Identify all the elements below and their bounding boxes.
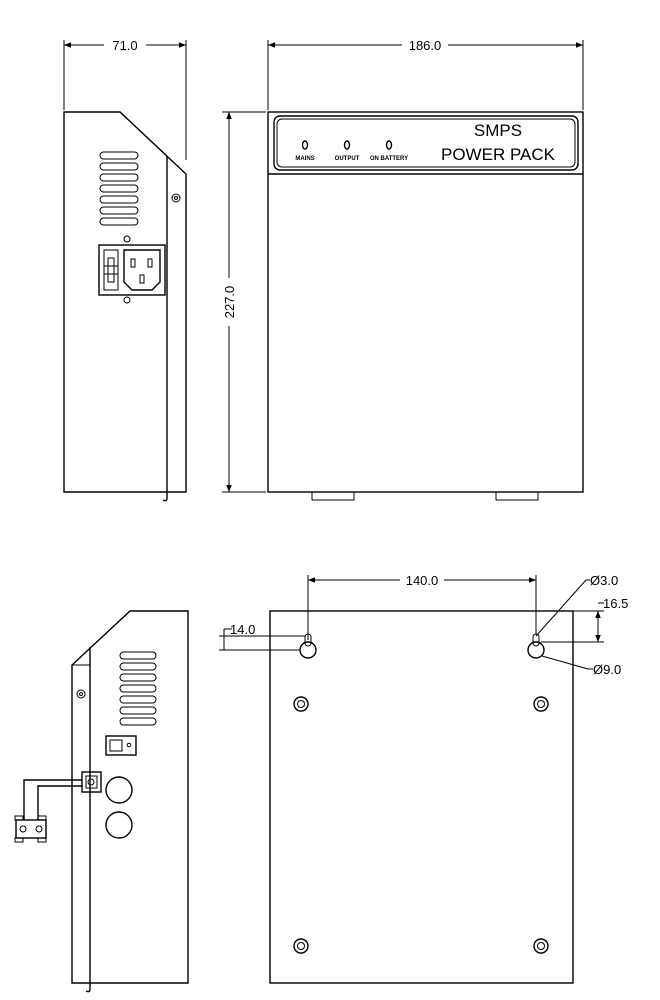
label-panel bbox=[273, 115, 579, 171]
dim-front-width-label: 186.0 bbox=[409, 38, 442, 53]
foot-right bbox=[495, 491, 539, 501]
led-output-icon bbox=[343, 140, 351, 150]
dim-hole-spacing: 140.0 bbox=[307, 573, 537, 640]
side-body-outline-2 bbox=[71, 610, 189, 984]
vent-slots bbox=[119, 651, 157, 726]
side-view-top: 71.0 bbox=[63, 38, 187, 502]
dim-hole-top-offset: 16.5 bbox=[541, 596, 628, 643]
fuse-holder-icon bbox=[105, 776, 133, 804]
title-line-1: SMPS bbox=[474, 121, 522, 140]
screw-icon bbox=[171, 193, 181, 203]
power-switch-icon bbox=[105, 735, 137, 756]
dim-hole-small-dia: Ø3.0 bbox=[535, 573, 618, 637]
boss-icon bbox=[293, 696, 549, 954]
dim-hole-side-offset-label: 14.0 bbox=[230, 622, 255, 637]
led-label-on-battery: ON BATTERY bbox=[370, 156, 408, 162]
screw-icon bbox=[76, 689, 86, 699]
title-line-2: POWER PACK bbox=[441, 145, 556, 164]
fuse-holder-icon bbox=[105, 811, 133, 839]
dim-front-width: 186.0 bbox=[267, 38, 584, 110]
side-view-bottom bbox=[14, 610, 189, 993]
side-body-outline bbox=[63, 111, 187, 493]
rear-body-outline bbox=[269, 610, 574, 984]
rear-view: 140.0 14.0 Ø3.0 16.5 bbox=[219, 573, 628, 984]
front-view: 186.0 227.0 MAINS OUTPUT ON BATTERY SMPS… bbox=[222, 38, 584, 501]
dim-hole-large-dia-label: Ø9.0 bbox=[593, 662, 621, 677]
dim-hole-top-offset-label: 16.5 bbox=[603, 596, 628, 611]
dim-front-height: 227.0 bbox=[222, 111, 266, 493]
dim-side-depth: 71.0 bbox=[63, 38, 187, 160]
dim-hole-small-dia-label: Ø3.0 bbox=[590, 573, 618, 588]
output-cable-icon bbox=[14, 779, 82, 843]
led-on-battery-icon bbox=[385, 140, 393, 150]
led-label-mains: MAINS bbox=[295, 156, 314, 162]
vent-slots bbox=[99, 151, 139, 226]
led-label-output: OUTPUT bbox=[335, 156, 360, 162]
dim-side-depth-label: 71.0 bbox=[112, 38, 137, 53]
keyhole-slot-right-icon bbox=[527, 633, 545, 659]
mains-inlet-icon bbox=[98, 235, 166, 304]
output-connector-icon bbox=[81, 771, 102, 793]
dim-hole-side-offset: 14.0 bbox=[219, 622, 306, 651]
dim-hole-spacing-label: 140.0 bbox=[406, 573, 439, 588]
foot-left bbox=[311, 491, 355, 501]
dim-front-height-label: 227.0 bbox=[222, 286, 237, 319]
dim-hole-large-dia: Ø9.0 bbox=[541, 655, 621, 677]
led-mains-icon bbox=[301, 140, 309, 150]
front-body-outline bbox=[267, 111, 584, 493]
